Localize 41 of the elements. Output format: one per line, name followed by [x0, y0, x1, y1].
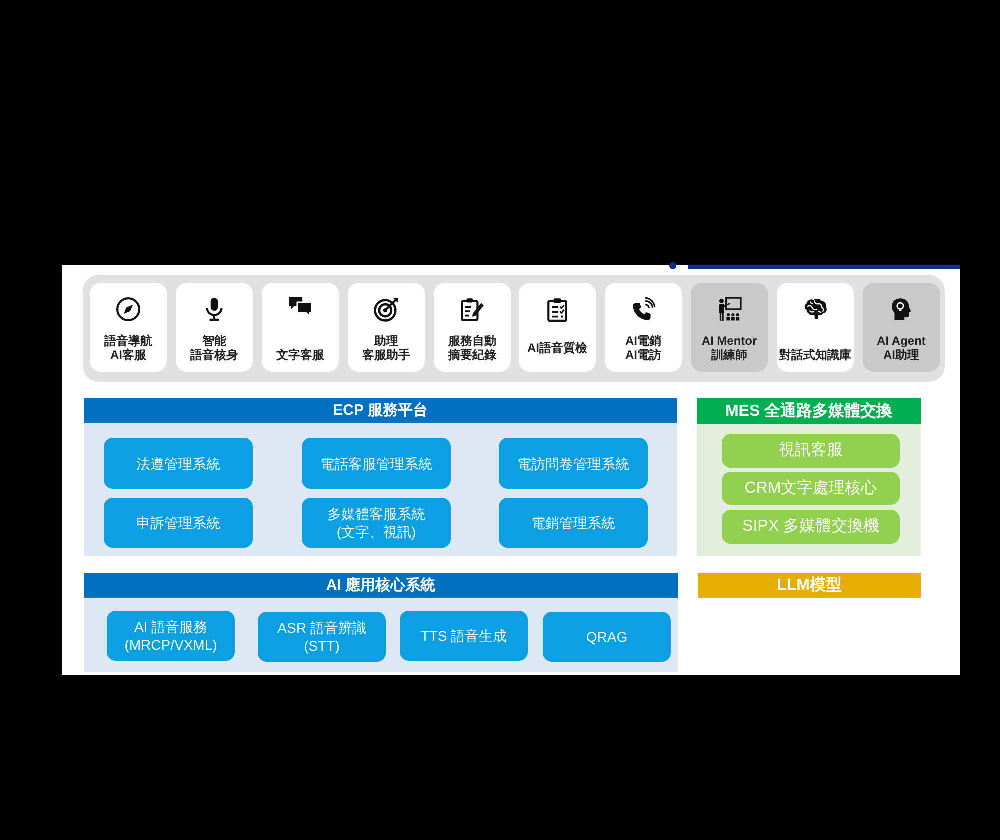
system-module: TTS 語音生成 [400, 611, 528, 661]
feature-label: AI Agent AI助理 [876, 334, 927, 362]
card-tray [83, 275, 945, 382]
feature-label: 對話式知識庫 [778, 348, 852, 362]
system-module: AI 語音服務(MRCP/VXML) [107, 611, 235, 661]
feature-card [605, 283, 682, 372]
feature-card [519, 283, 596, 372]
feature-label: 文字客服 [276, 348, 326, 362]
section-header: MES 全通路多媒體交換 [697, 398, 921, 424]
system-module: 電訪問卷管理系統 [499, 438, 648, 489]
section-panel [697, 398, 921, 556]
feature-card [176, 283, 253, 372]
feature-label: AI電銷AI電訪 [624, 334, 662, 362]
section-panel [84, 398, 677, 556]
feature-card [777, 283, 854, 372]
section-header: LLM模型 [698, 573, 921, 598]
feature-label: AI Mentor 訓練師 [700, 334, 758, 362]
feature-label: 語音導航AI客服 [103, 334, 154, 362]
system-module: CRM文字處理核心 [722, 472, 900, 505]
section-header: ECP 服務平台 [84, 398, 677, 423]
feature-card [262, 283, 339, 372]
feature-card [691, 283, 768, 372]
system-module: 法遵管理系統 [104, 438, 253, 489]
feature-label: 智能語音核身 [189, 334, 240, 362]
feature-card [348, 283, 425, 372]
system-module: 電話客服管理系統 [302, 438, 451, 489]
system-module: QRAG [543, 612, 671, 662]
system-module: 視訊客服 [722, 434, 900, 468]
feature-label: AI語音質檢 [526, 341, 588, 355]
system-module: SIPX 多媒體交換機 [722, 510, 900, 544]
section-panel [84, 573, 678, 672]
system-module: 多媒體客服系統(文字、視訊) [302, 498, 451, 548]
system-module: 申訴管理系統 [104, 498, 253, 548]
feature-card [863, 283, 940, 372]
feature-label: 助理客服助手 [362, 334, 412, 362]
system-module: 電銷管理系統 [499, 498, 648, 548]
feature-card [90, 283, 167, 372]
system-module: ASR 語音辨識(STT) [258, 612, 386, 662]
feature-card [434, 283, 511, 372]
section-header: AI 應用核心系統 [84, 573, 678, 598]
feature-label: 服務自動摘要紀錄 [447, 334, 498, 362]
